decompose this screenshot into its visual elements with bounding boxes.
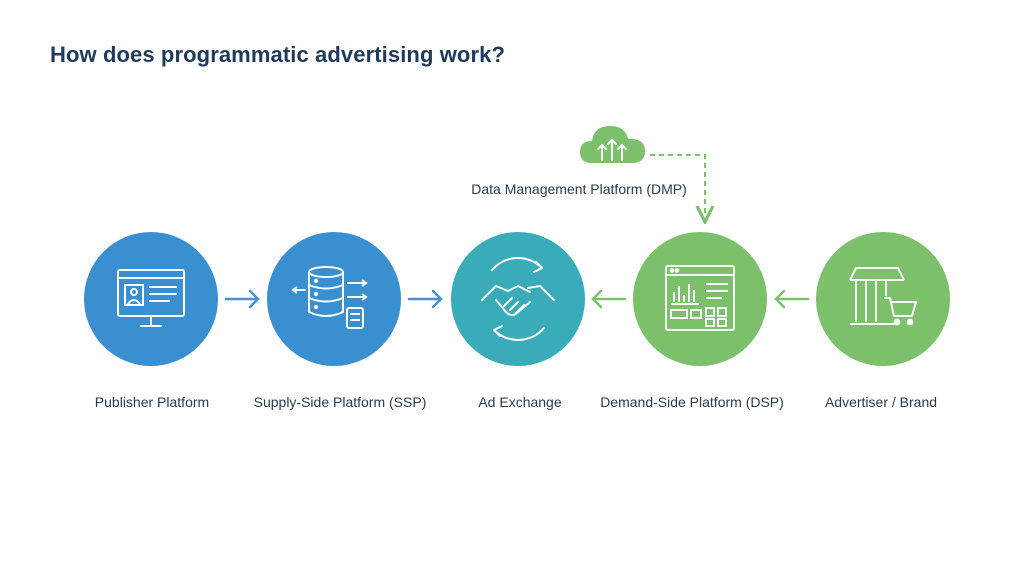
database-servers-icon [291,266,368,329]
node-demand-side-platform [633,232,767,366]
dmp-connector-arrow [650,154,705,214]
dashboard-window-icon [665,265,735,331]
node-circle [451,232,585,366]
node-label-dsp: Demand-Side Platform (DSP) [600,394,784,410]
dmp-label: Data Management Platform (DMP) [471,181,687,197]
monitor-profile-icon [117,269,185,327]
node-circle [84,232,218,366]
node-advertiser-brand [816,232,950,366]
flow-arrow-ssp-to-exchange [407,289,443,309]
flow-arrow-dsp-to-exchange [591,289,627,309]
page-title: How does programmatic advertising work? [50,42,505,67]
node-label-ssp: Supply-Side Platform (SSP) [254,394,427,410]
node-circle [816,232,950,366]
node-label-publisher: Publisher Platform [95,394,209,410]
node-supply-side-platform [267,232,401,366]
flow-arrow-publisher-to-ssp [224,289,260,309]
node-circle [267,232,401,366]
node-publisher-platform [84,232,218,366]
cloud-upload-icon [580,126,645,163]
storefront-cart-icon [849,267,917,326]
node-ad-exchange [451,232,585,366]
flow-arrow-advertiser-to-dsp [774,289,810,309]
node-label-advertiser: Advertiser / Brand [825,394,937,410]
node-label-ad-exchange: Ad Exchange [478,394,561,410]
node-circle [633,232,767,366]
handshake-icon [481,257,555,341]
